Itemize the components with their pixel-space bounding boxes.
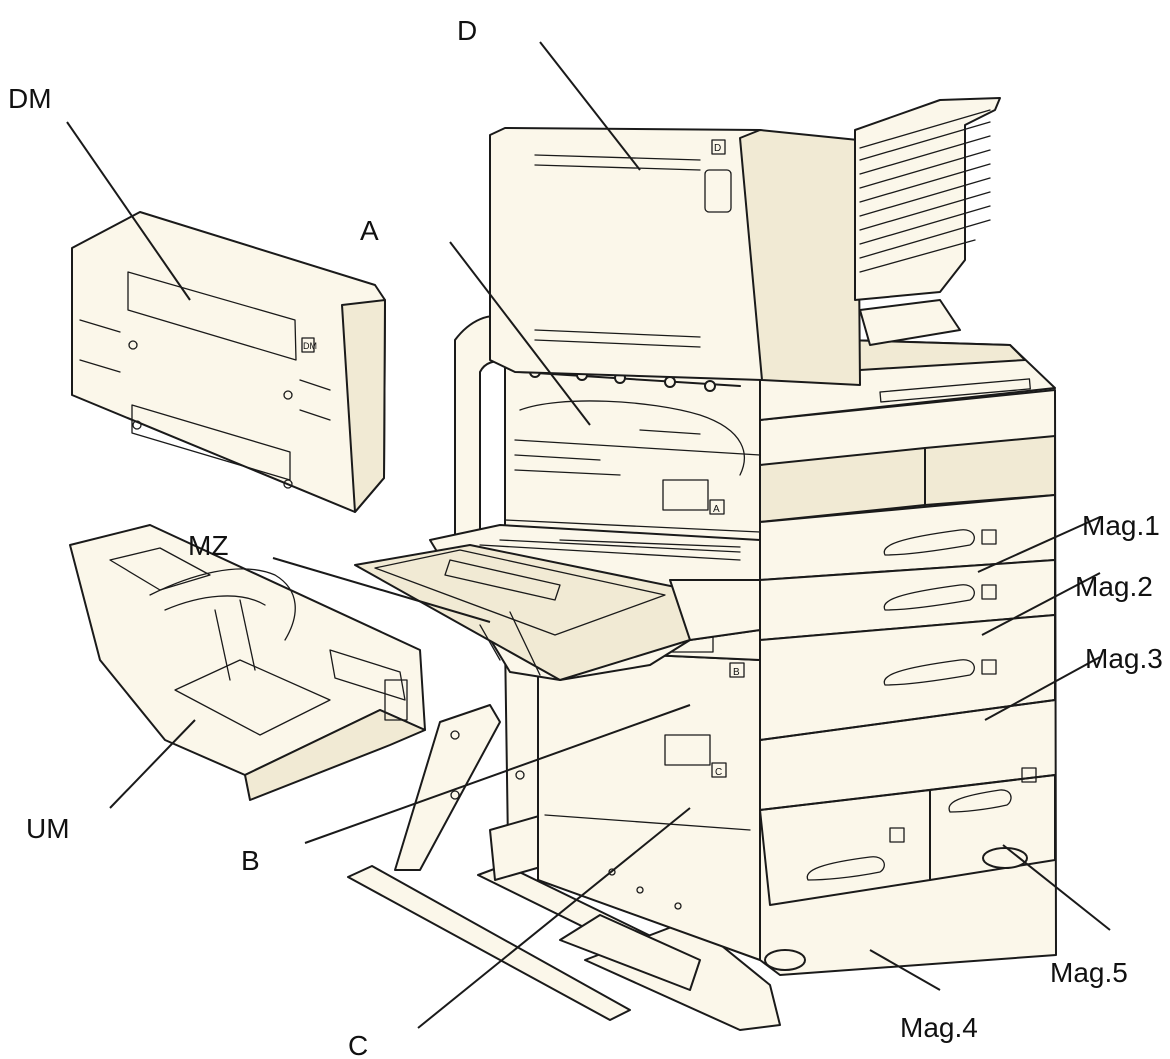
pointer-c bbox=[417, 807, 691, 1029]
label-mag3: Mag.3 bbox=[1085, 643, 1163, 674]
pointer-mz bbox=[272, 557, 491, 623]
label-c: C bbox=[348, 1030, 368, 1059]
pointer-d bbox=[539, 41, 641, 171]
pointer-a bbox=[449, 241, 591, 426]
label-mz: MZ bbox=[188, 530, 228, 561]
b-panel-mark: B bbox=[733, 667, 740, 678]
dm-panel-mark: DM bbox=[303, 341, 317, 351]
output-sorter bbox=[854, 97, 1001, 346]
um-module bbox=[69, 524, 426, 801]
label-dm: DM bbox=[8, 83, 52, 114]
printer-body: A B C bbox=[499, 339, 1057, 976]
label-b: B bbox=[241, 845, 260, 876]
top-cover-d: D bbox=[489, 127, 861, 386]
pointer-dm bbox=[66, 121, 191, 301]
label-um: UM bbox=[26, 813, 70, 844]
pointer-mag5 bbox=[1002, 844, 1111, 931]
pointer-b bbox=[304, 704, 691, 844]
a-panel-mark: A bbox=[713, 504, 720, 515]
label-a: A bbox=[360, 215, 379, 246]
pointer-lines bbox=[66, 41, 1111, 1029]
pointer-mag4 bbox=[869, 949, 941, 991]
d-panel-mark: D bbox=[714, 143, 721, 154]
c-panel-mark: C bbox=[715, 767, 722, 778]
label-mag2: Mag.2 bbox=[1075, 571, 1153, 602]
label-d: D bbox=[457, 15, 477, 46]
mz-tray bbox=[354, 524, 761, 681]
pointer-mag3 bbox=[984, 656, 1101, 721]
label-mag4: Mag.4 bbox=[900, 1012, 978, 1043]
duplex-module: DM bbox=[71, 211, 386, 513]
label-mag5: Mag.5 bbox=[1050, 957, 1128, 988]
pointer-um bbox=[109, 719, 196, 809]
callout-labels: D DM A MZ UM B C Mag.1 Mag.2 Mag.3 Mag.4… bbox=[8, 15, 1163, 1059]
pointer-mag2 bbox=[981, 572, 1101, 636]
label-mag1: Mag.1 bbox=[1082, 510, 1160, 541]
pointer-mag1 bbox=[977, 516, 1101, 573]
